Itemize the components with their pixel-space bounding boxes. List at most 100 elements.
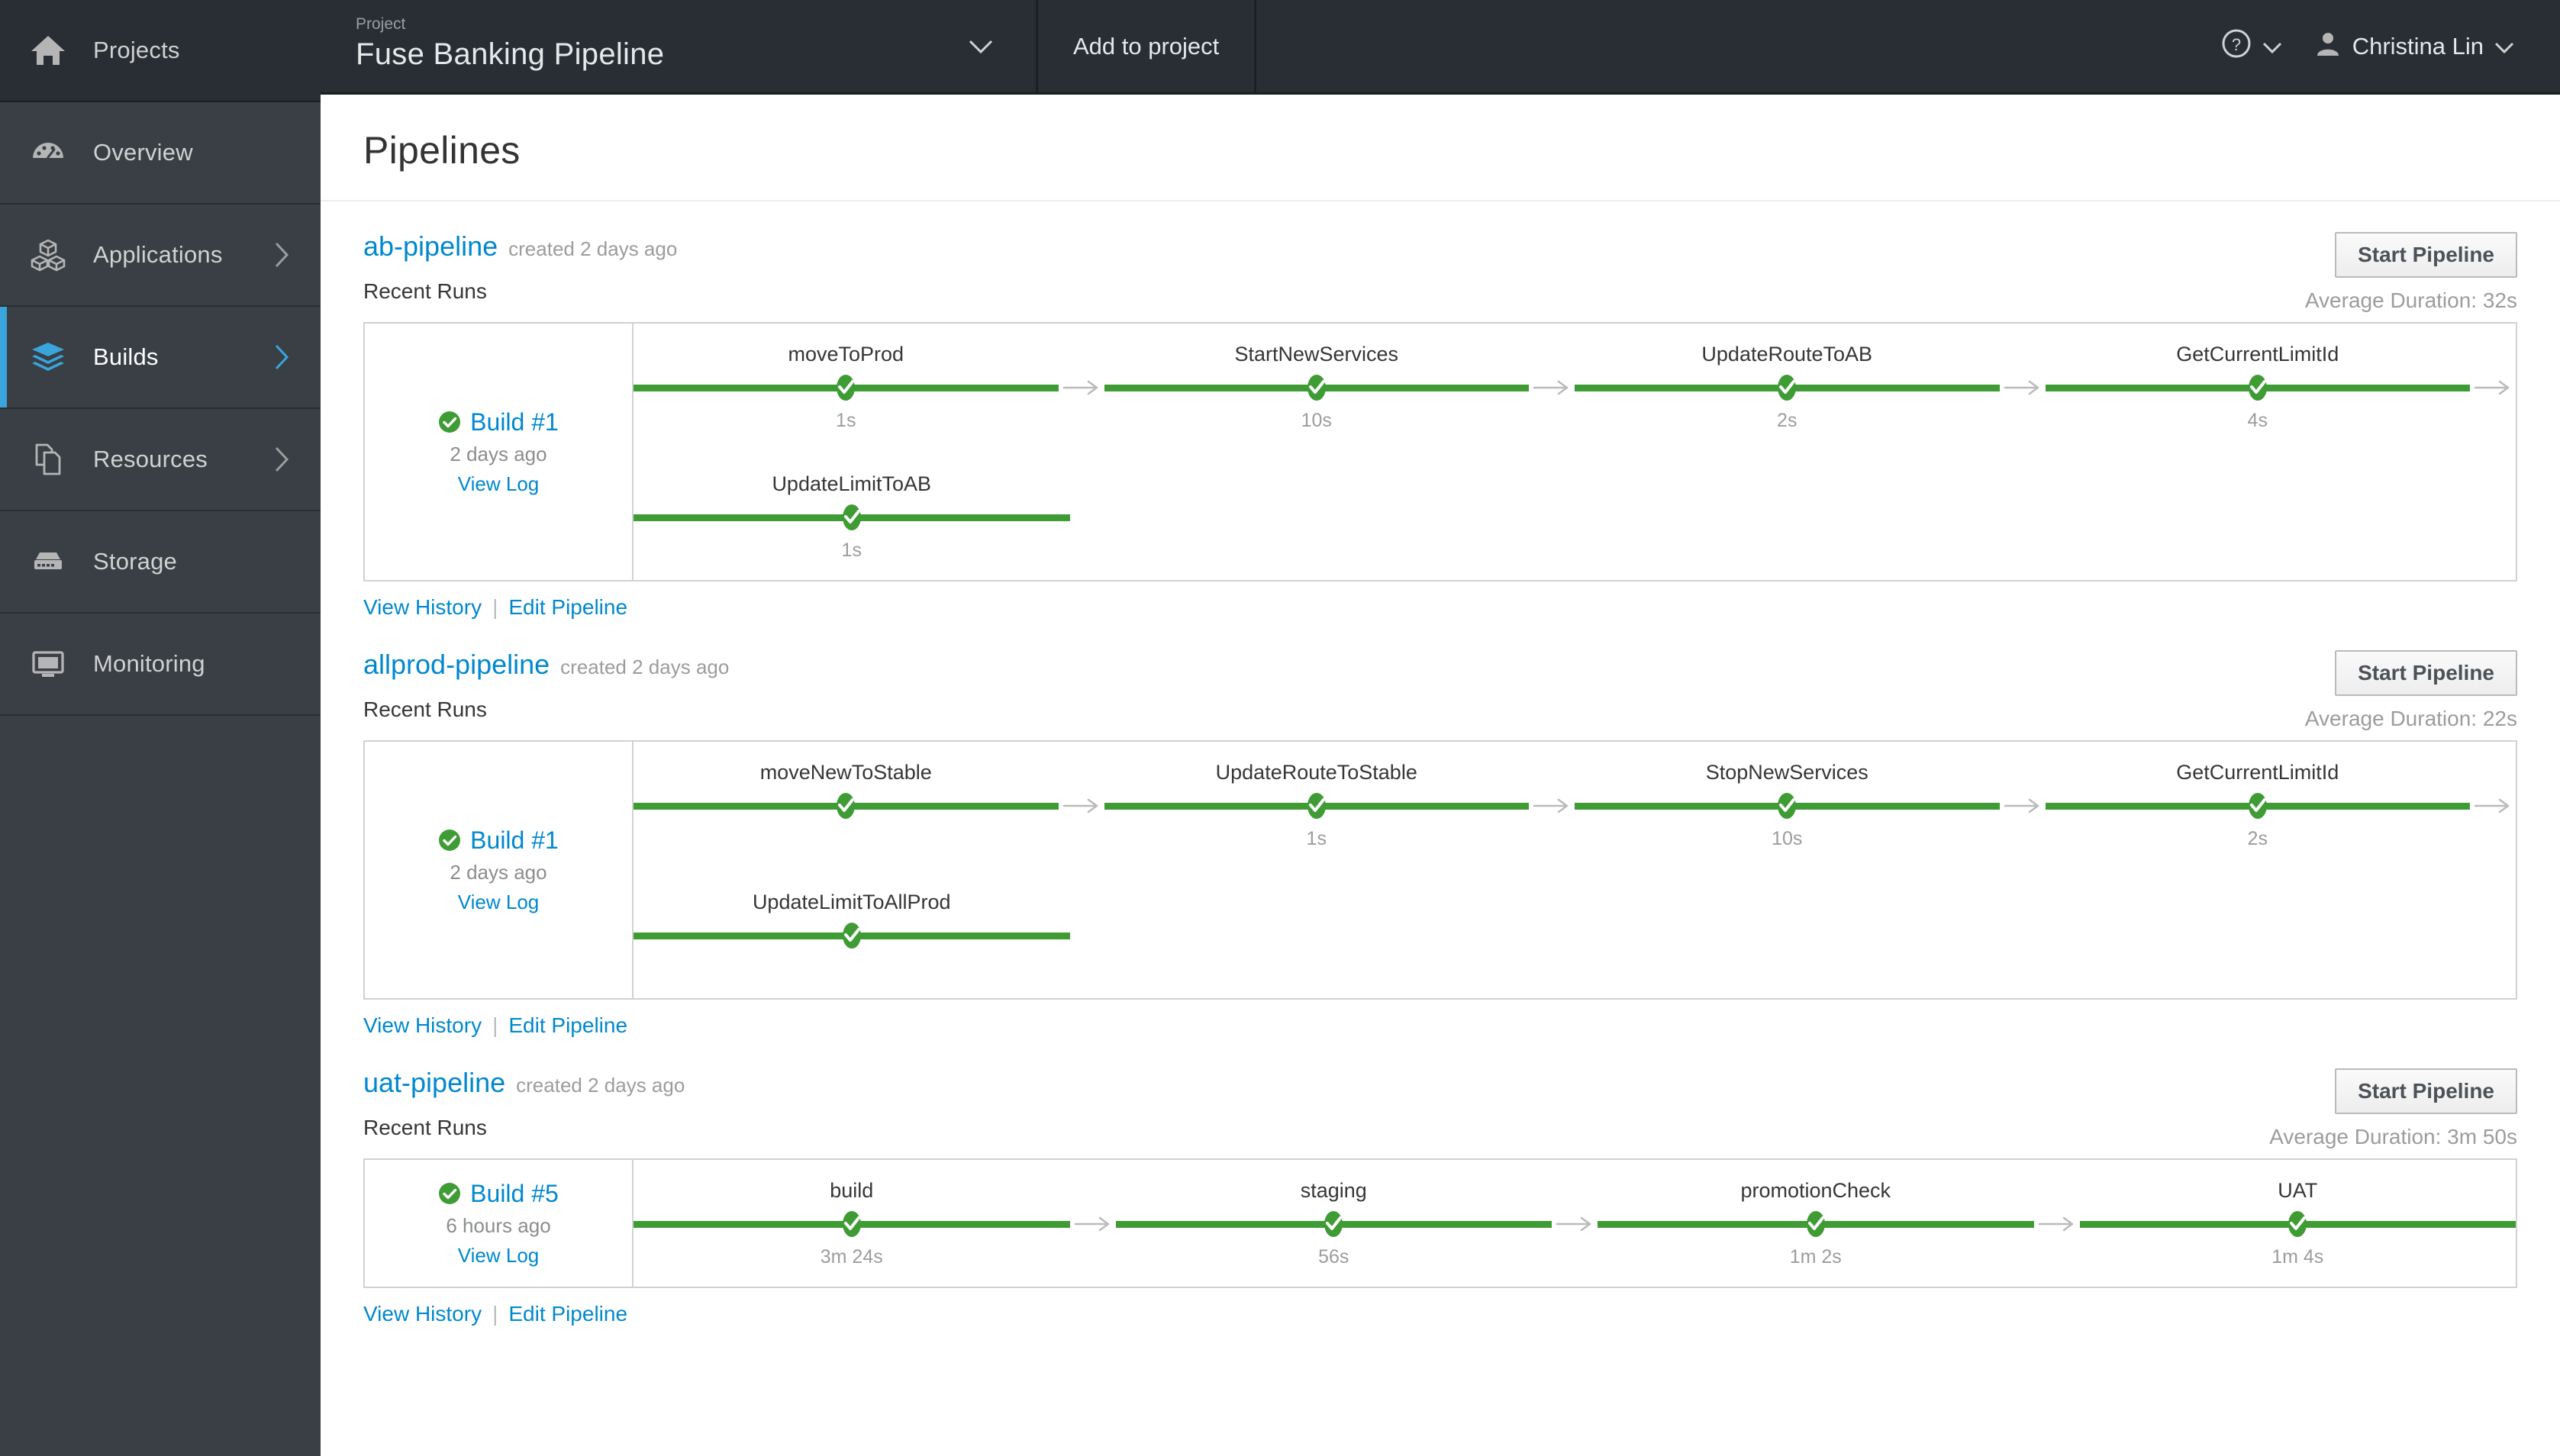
stage-duration: 3m 24s — [820, 1246, 883, 1268]
user-menu-button[interactable]: Christina Lin — [2304, 30, 2525, 63]
pipeline-stage[interactable]: UpdateLimitToAllProd — [634, 887, 1070, 983]
sidebar-item-overview[interactable]: Overview — [0, 102, 321, 205]
view-log-link[interactable]: View Log — [457, 1243, 540, 1267]
stage-progress-bar — [634, 917, 1070, 954]
question-circle-icon: ? — [2221, 28, 2252, 65]
pipeline-header-left: ab-pipeline created 2 days ago Recent Ru… — [363, 230, 2305, 304]
pipeline-stage[interactable]: staging 56s — [1115, 1175, 1552, 1271]
stage-arrow-icon — [2034, 1206, 2080, 1242]
pipeline-title-row: ab-pipeline created 2 days ago — [363, 230, 2305, 263]
recent-runs-label: Recent Runs — [363, 279, 487, 303]
sidebar-item-projects[interactable]: Projects — [0, 0, 321, 102]
pipeline-stage[interactable]: moveNewToStable — [634, 757, 1059, 853]
project-selector[interactable]: Project Fuse Banking Pipeline — [321, 0, 1038, 92]
stage-arrow-spacer — [1506, 917, 1552, 954]
stage-progress-bar — [1598, 1206, 2034, 1242]
add-to-project-button[interactable]: Add to project — [1038, 0, 1257, 92]
recent-run-card: Build #1 2 days ago View Log moveNewToSt… — [363, 740, 2517, 1000]
storage-icon — [26, 540, 70, 584]
stage-name: UpdateLimitToAllProd — [752, 891, 951, 913]
build-timestamp: 2 days ago — [450, 860, 547, 884]
stage-row: UpdateLimitToAllProd — [634, 887, 2516, 983]
pipeline-header: uat-pipeline created 2 days ago Recent R… — [363, 1067, 2517, 1149]
stage-progress-bar — [1575, 788, 2000, 824]
build-success-icon — [438, 411, 461, 433]
files-icon — [26, 437, 70, 482]
stage-arrow-icon — [2470, 369, 2516, 406]
pipeline-name-link[interactable]: ab-pipeline — [363, 230, 498, 262]
build-row: Build #1 — [438, 408, 559, 436]
pipelines-list: ab-pipeline created 2 days ago Recent Ru… — [321, 201, 2560, 1326]
pipeline-header: ab-pipeline created 2 days ago Recent Ru… — [363, 230, 2517, 313]
sidebar-item-storage[interactable]: Storage — [0, 511, 321, 614]
stage-name: StopNewServices — [1705, 761, 1868, 784]
build-success-icon — [438, 829, 461, 852]
sidebar-item-applications[interactable]: Applications — [0, 205, 321, 307]
stage-duration: 56s — [1318, 1246, 1349, 1268]
stage-success-check-icon — [2283, 1210, 2312, 1239]
view-history-link[interactable]: View History — [363, 1013, 482, 1037]
edit-pipeline-link[interactable]: Edit Pipeline — [508, 595, 628, 619]
pipeline-name-link[interactable]: uat-pipeline — [363, 1067, 506, 1098]
stage-name: staging — [1300, 1179, 1367, 1202]
build-link[interactable]: Build #5 — [470, 1179, 559, 1207]
sidebar-item-resources[interactable]: Resources — [0, 409, 321, 511]
stage-progress-bar — [1115, 1206, 1552, 1242]
view-history-link[interactable]: View History — [363, 1302, 482, 1326]
edit-pipeline-link[interactable]: Edit Pipeline — [508, 1013, 628, 1037]
page-title: Pipelines — [321, 95, 2560, 201]
build-timestamp: 6 hours ago — [446, 1213, 551, 1237]
stage-arrow-icon — [2000, 369, 2046, 406]
view-history-link[interactable]: View History — [363, 595, 482, 619]
build-link[interactable]: Build #1 — [470, 826, 559, 854]
stage-arrow-icon — [1059, 788, 1104, 824]
svg-text:?: ? — [2232, 35, 2241, 54]
topbar-spacer — [1256, 0, 2210, 92]
help-menu-button[interactable]: ? — [2210, 28, 2293, 65]
home-icon — [26, 28, 70, 72]
pipeline-name-link[interactable]: allprod-pipeline — [363, 649, 550, 680]
stage-name: GetCurrentLimitId — [2176, 343, 2339, 366]
stage-duration: 4s — [2247, 410, 2268, 431]
stage-duration: 2s — [1777, 410, 1797, 431]
stage-arrow-spacer — [2470, 917, 2516, 954]
build-link[interactable]: Build #1 — [470, 407, 559, 436]
main-area: Project Fuse Banking Pipeline Add to pro… — [321, 0, 2560, 1456]
dashboard-icon — [26, 130, 70, 175]
sidebar-item-builds[interactable]: Builds — [0, 307, 321, 409]
start-pipeline-button[interactable]: Start Pipeline — [2335, 232, 2517, 278]
pipeline-header-right: Start Pipeline Average Duration: 3m 50s — [2269, 1067, 2517, 1149]
sidebar-item-label: Monitoring — [93, 650, 205, 677]
stage-success-check-icon — [837, 921, 866, 950]
project-name-label: Fuse Banking Pipeline — [356, 37, 665, 71]
stage-success-check-icon — [831, 791, 860, 820]
sidebar-item-label: Applications — [93, 241, 223, 268]
sidebar-item-monitoring[interactable]: Monitoring — [0, 614, 321, 716]
recent-runs-label: Recent Runs — [363, 1116, 487, 1139]
stage-success-check-icon — [1772, 373, 1801, 402]
start-pipeline-button[interactable]: Start Pipeline — [2335, 1068, 2517, 1114]
pipeline-stage[interactable]: GetCurrentLimitId 4s — [2045, 339, 2470, 435]
build-success-icon — [438, 1182, 461, 1205]
view-log-link[interactable]: View Log — [457, 890, 540, 913]
edit-pipeline-link[interactable]: Edit Pipeline — [508, 1302, 628, 1326]
stage-duration: 1s — [841, 540, 862, 561]
view-log-link[interactable]: View Log — [457, 472, 540, 495]
start-pipeline-button[interactable]: Start Pipeline — [2335, 650, 2517, 696]
stage-duration: 10s — [1301, 410, 1332, 431]
